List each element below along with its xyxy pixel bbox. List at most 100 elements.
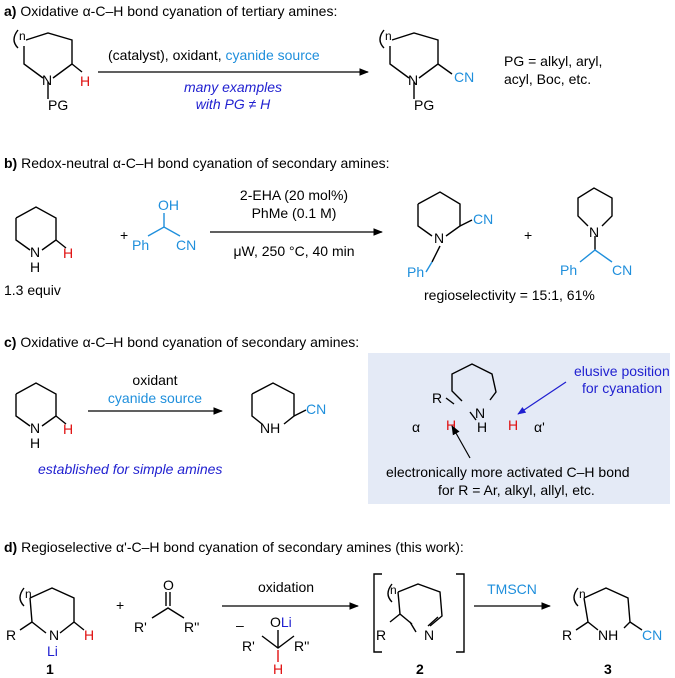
nitrogen-atom: N — [408, 72, 418, 88]
pg-definition-2: acyl, Boc, etc. — [504, 71, 591, 87]
nitrogen-atom: N — [475, 405, 485, 421]
carbonyl-oxygen: O — [163, 577, 174, 593]
ring-size-n: n — [25, 587, 32, 601]
section-c: c) Oxidative α-C–H bond cyanation of sec… — [4, 334, 670, 504]
bracket-imine — [373, 573, 465, 653]
piperidine-b — [15, 206, 67, 251]
plus-sign: + — [116, 597, 124, 613]
arrow-a-conditions: (catalyst), oxidant, cyanide source — [108, 47, 320, 63]
byproduct-minus: – — [236, 617, 244, 633]
alkoxide-byproduct — [261, 630, 295, 649]
activation-arrow — [451, 425, 471, 459]
r-prime-group: R' — [134, 619, 147, 635]
plus-sign: + — [120, 227, 128, 243]
r-group: R — [376, 627, 386, 643]
phenyl-group: Ph — [132, 237, 149, 253]
benzyl-phenyl: Ph — [407, 264, 424, 280]
product-b2-side — [579, 249, 613, 263]
section-d: d) Regioselective α'-C–H bond cyanation … — [4, 539, 662, 677]
ring-size-n: n — [579, 587, 586, 601]
nitrogen-atom: N — [30, 244, 40, 260]
cyano-group: CN — [306, 401, 326, 417]
reactant-a — [13, 29, 83, 99]
lithium-amide-1 — [19, 587, 85, 634]
compound-label-3: 3 — [604, 661, 612, 677]
alpha-prime-hydrogen: H — [508, 417, 518, 433]
ketone — [151, 592, 185, 619]
imine-nitrogen: N — [424, 627, 434, 643]
section-b-title: b) Redox-neutral α-C–H bond cyanation of… — [4, 155, 390, 171]
cyano-group: CN — [473, 211, 493, 227]
r-group: R — [562, 627, 572, 643]
condition-heating: μW, 250 °C, 40 min — [233, 243, 354, 259]
activation-text-1: electronically more activated C–H bond — [386, 464, 630, 480]
established-note: established for simple amines — [38, 461, 222, 477]
equiv-label: 1.3 equiv — [4, 282, 61, 298]
benzyl-bond — [425, 261, 433, 273]
nh-group: NH — [260, 420, 280, 436]
condition-catalyst: 2-EHA (20 mol%) — [240, 187, 348, 203]
alpha-hydrogen: H — [63, 245, 73, 261]
alpha-hydrogen: H — [63, 421, 73, 437]
nitrogen-atom: N — [49, 627, 59, 643]
arrow-c-cyanide-source: cyanide source — [108, 390, 202, 406]
section-a: a) Oxidative α-C–H bond cyanation of ter… — [4, 3, 602, 113]
elusive-text-1: elusive position — [574, 363, 670, 379]
section-c-title: c) Oxidative α-C–H bond cyanation of sec… — [4, 334, 359, 350]
alpha-prime-hydrogen: H — [84, 627, 94, 643]
product-c — [251, 382, 307, 425]
r-prime-group: R' — [242, 638, 255, 654]
alpha-label: α — [412, 419, 420, 435]
section-a-title: a) Oxidative α-C–H bond cyanation of ter… — [4, 3, 337, 19]
lithium-alkoxide: OLi — [270, 614, 292, 630]
elusive-arrow — [517, 381, 567, 415]
regioselectivity-label: regioselectivity = 15:1, 61% — [424, 287, 595, 303]
section-b: b) Redox-neutral α-C–H bond cyanation of… — [4, 155, 632, 303]
arrow-a-note-2: with PG ≠ H — [196, 96, 271, 112]
highlight-panel — [368, 353, 670, 504]
condition-solvent: PhMe (0.1 M) — [252, 205, 337, 221]
r-double-prime-group: R'' — [294, 638, 309, 654]
pg-definition-1: PG = alkyl, aryl, — [504, 53, 602, 69]
hydroxyl-group: OH — [158, 197, 179, 213]
plus-sign: + — [524, 227, 532, 243]
arrow-c-oxidant: oxidant — [132, 372, 177, 388]
transferred-hydrogen: H — [273, 661, 283, 677]
compound-label-2: 2 — [416, 661, 424, 677]
nh-hydrogen: H — [477, 419, 487, 435]
mandelonitrile — [147, 213, 181, 237]
cyano-group: CN — [612, 262, 632, 278]
alpha-hydrogen: H — [446, 417, 456, 433]
nitrogen-atom: N — [30, 420, 40, 436]
nh-hydrogen: H — [30, 259, 40, 275]
alpha-hydrogen: H — [80, 73, 90, 89]
compound-label-1: 1 — [46, 661, 54, 677]
lithium-atom: Li — [47, 643, 58, 659]
r-group: R — [6, 627, 16, 643]
ring-size-n: n — [385, 29, 392, 43]
activation-text-2: for R = Ar, alkyl, allyl, etc. — [438, 482, 595, 498]
tmscn-reagent: TMSCN — [487, 581, 537, 597]
nitrogen-atom: N — [589, 224, 599, 240]
ring-size-n: n — [390, 583, 397, 597]
protecting-group-label: PG — [48, 97, 68, 113]
r-group: R — [432, 390, 442, 406]
ring-size-n: n — [19, 29, 26, 43]
panel-piperidine — [445, 363, 497, 421]
r-double-prime-group: R'' — [184, 619, 199, 635]
nitrogen-atom: N — [434, 230, 444, 246]
phenyl-group: Ph — [560, 262, 577, 278]
cyano-group: CN — [454, 69, 474, 85]
elusive-text-2: for cyanation — [582, 380, 662, 396]
product-a — [379, 29, 453, 99]
cyano-group: CN — [176, 237, 196, 253]
protecting-group-label: PG — [414, 97, 434, 113]
arrow-a-note-1: many examples — [184, 79, 282, 95]
piperidine-c — [15, 382, 67, 427]
nh-hydrogen: H — [30, 435, 40, 451]
product-b2 — [577, 187, 613, 250]
nh-group: NH — [598, 627, 618, 643]
nitrogen-atom: N — [42, 72, 52, 88]
alpha-prime-label: α' — [534, 419, 545, 435]
